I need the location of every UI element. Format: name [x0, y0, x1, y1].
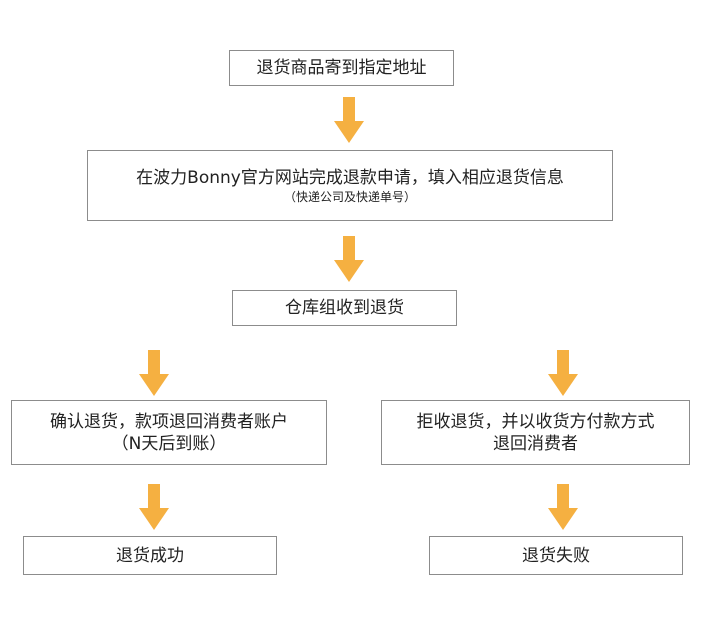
- down-arrow-icon: [139, 350, 169, 396]
- step-box-reject-return: 拒收退货，并以收货方付款方式 退回消费者: [381, 400, 690, 465]
- step-label: 在波力Bonny官方网站完成退款申请，填入相应退货信息: [136, 167, 564, 188]
- step-box-warehouse-received: 仓库组收到退货: [232, 290, 457, 326]
- result-box-failure: 退货失败: [429, 536, 683, 575]
- down-arrow-icon: [548, 484, 578, 530]
- step-box-submit-refund: 在波力Bonny官方网站完成退款申请，填入相应退货信息 （快递公司及快递单号）: [87, 150, 613, 221]
- down-arrow-icon: [334, 236, 364, 282]
- step-label: 拒收退货，并以收货方付款方式: [416, 411, 655, 432]
- step-label: 退回消费者: [493, 433, 578, 454]
- result-box-success: 退货成功: [23, 536, 277, 575]
- down-arrow-icon: [139, 484, 169, 530]
- down-arrow-icon: [334, 97, 364, 143]
- down-arrow-icon: [548, 350, 578, 396]
- step-label: （N天后到账）: [111, 433, 227, 454]
- result-label: 退货成功: [116, 545, 184, 566]
- step-box-confirm-return: 确认退货，款项退回消费者账户 （N天后到账）: [11, 400, 327, 465]
- step-label: 仓库组收到退货: [285, 298, 404, 318]
- step-box-ship-to-address: 退货商品寄到指定地址: [229, 50, 454, 86]
- step-sublabel: （快递公司及快递单号）: [283, 189, 416, 204]
- step-label: 确认退货，款项退回消费者账户: [50, 411, 288, 432]
- step-label: 退货商品寄到指定地址: [256, 58, 427, 78]
- result-label: 退货失败: [522, 545, 590, 566]
